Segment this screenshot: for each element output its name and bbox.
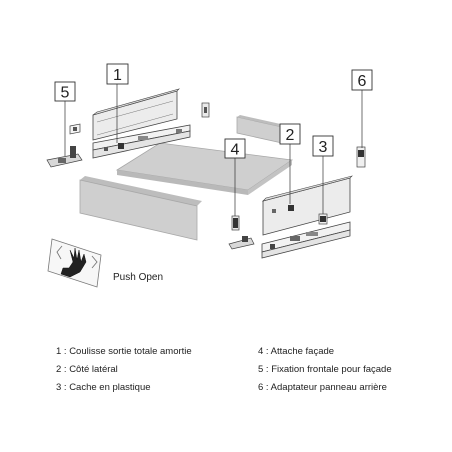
small-plate [69,123,81,135]
plastic-cover [318,213,328,225]
legend-item-6: 6 : Adaptateur panneau arrière [258,382,387,393]
facade-attachment [231,215,240,231]
leader-lines [64,84,363,216]
svg-text:5: 5 [61,85,70,102]
legend-item-3: 3 : Cache en plastique [56,382,151,393]
svg-text:4: 4 [231,142,240,159]
left-side-wall [92,88,181,141]
legend-item-5: 5 : Fixation frontale pour façade [258,364,392,375]
callout-3: 3 [312,135,334,157]
callout-4: 4 [224,138,246,159]
push-open-icon [47,238,102,288]
svg-text:2: 2 [286,127,295,144]
legend-item-1: 1 : Coulisse sortie totale amortie [56,346,192,357]
rear-panel-adapter [356,146,366,168]
callout-2: 2 [279,123,301,145]
callout-1: 1 [106,63,129,85]
right-slide-runner [261,221,351,259]
legend-item-2: 2 : Côté latéral [56,364,118,375]
right-front-fixing-bracket [228,236,255,250]
svg-text:6: 6 [358,73,367,90]
left-front-fixing-bracket [46,146,83,168]
legend-item-4: 4 : Attache façade [258,346,335,357]
left-slide-runner [92,124,191,159]
drawer-bottom-panel [115,142,294,195]
callout-6: 6 [351,69,373,91]
front-panel [79,176,202,241]
right-side-wall [262,175,353,236]
svg-text:3: 3 [319,139,328,156]
push-open-label: Push Open [113,272,164,283]
callout-5: 5 [54,81,76,102]
rear-clip [201,102,210,118]
svg-text:1: 1 [113,67,122,84]
